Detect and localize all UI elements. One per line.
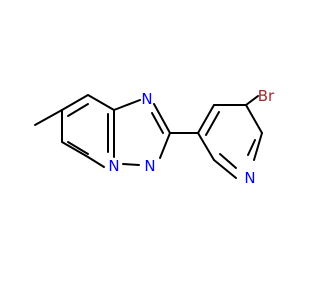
atom-labels: Br N N N N: [108, 87, 275, 187]
bond: [122, 163, 140, 166]
bond-double-inner: [151, 112, 164, 134]
bond: [197, 104, 215, 134]
bond-double-inner: [67, 103, 89, 117]
bond-double-inner: [67, 141, 89, 155]
bond: [253, 132, 263, 161]
bond-methyl: [34, 109, 63, 126]
bond: [153, 103, 171, 134]
atom-label-n-triazole-bottom: N: [144, 157, 155, 175]
bond: [113, 99, 141, 111]
bond: [197, 132, 215, 161]
molecule-canvas: Br N N N N: [34, 87, 275, 187]
bond: [213, 159, 237, 179]
bond: [159, 132, 171, 159]
molecule-structure: Br N N N N: [34, 87, 275, 187]
atom-label-n-pyridine: N: [244, 169, 255, 187]
bond-double-inner: [247, 139, 256, 156]
bond: [87, 94, 115, 111]
bond: [61, 94, 89, 111]
bond-lines: [34, 94, 263, 179]
atom-label-n-triazole-top: N: [141, 90, 152, 108]
bond-c-br: [245, 95, 259, 106]
atom-label-n-bridgehead: N: [108, 157, 119, 175]
bond: [245, 104, 263, 134]
atom-label-br: Br: [258, 87, 275, 105]
bond-double-inner: [219, 153, 237, 169]
bond: [61, 141, 89, 158]
bond: [87, 156, 105, 168]
bond-double-inner: [205, 111, 220, 136]
